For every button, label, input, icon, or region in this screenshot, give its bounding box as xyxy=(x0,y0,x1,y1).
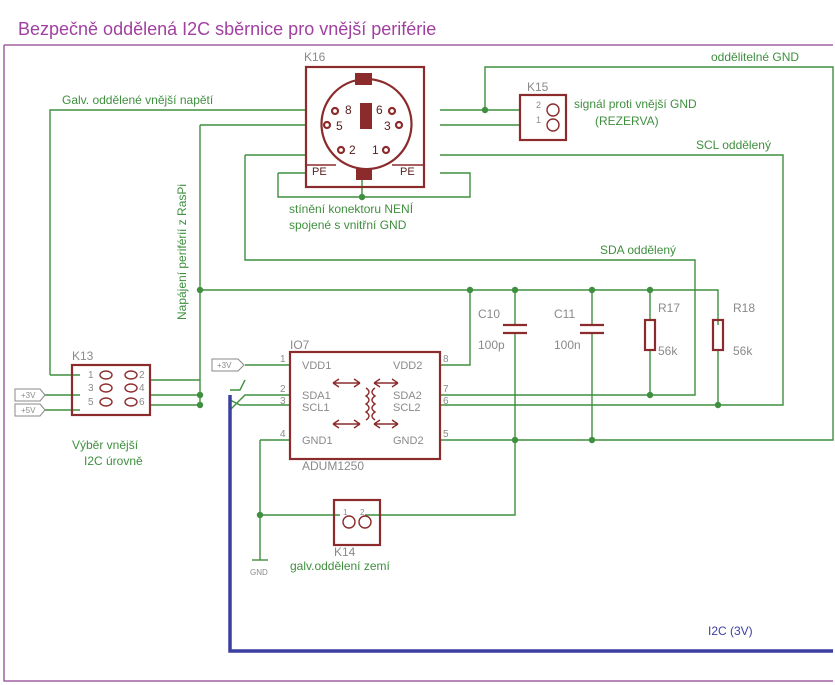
connector-k14: 1 2 K14 galv.oddělení zemí xyxy=(290,498,391,573)
frame xyxy=(3,44,833,682)
i2c-bus xyxy=(228,395,833,653)
k16-pin-3: 3 xyxy=(384,119,391,133)
k16-note-line2: spojené s vnitřní GND xyxy=(289,218,407,232)
net-galv-napeti: Galv. oddělené vnější napětí xyxy=(62,93,214,107)
k15-label-line1: signál proti vnější GND xyxy=(574,97,697,111)
k13-pin-1: 1 xyxy=(88,370,94,381)
k15-pin-1: 1 xyxy=(536,115,541,125)
io7-pin-8: 8 xyxy=(443,354,449,365)
k13-name: K13 xyxy=(72,349,94,363)
port-3v-io7: +3V xyxy=(217,361,232,370)
io7-pin-3: 3 xyxy=(280,396,286,407)
c10-value: 100p xyxy=(478,338,505,352)
io7-pin-1: 1 xyxy=(280,354,286,365)
io7-arrows xyxy=(332,378,399,429)
gnd-label: GND xyxy=(250,568,268,577)
supply-ports: +3V +5V +3V xyxy=(14,358,245,417)
io7-label-vdd2: VDD2 xyxy=(393,360,422,372)
io7-pin-5: 5 xyxy=(443,429,449,440)
r18-name: R18 xyxy=(733,301,755,315)
capacitor-c10: C10 100p xyxy=(478,307,527,352)
io7-pin-4: 4 xyxy=(280,429,286,440)
io7-label-gnd2: GND2 xyxy=(393,435,424,447)
k16-pin-8: 8 xyxy=(345,103,352,117)
io7-label-sda1: SDA1 xyxy=(302,390,331,402)
k16-pin-2: 2 xyxy=(349,143,356,157)
net-oddelitelne-gnd: oddělitelné GND xyxy=(711,50,799,64)
io7-label-gnd1: GND1 xyxy=(302,435,333,447)
c11-name: C11 xyxy=(554,307,575,321)
gnd-symbol: GND xyxy=(250,559,268,577)
connector-k13: K13 1 3 5 2 4 6 Výběr vnější I2C úrovně xyxy=(70,349,152,468)
k16-pe-right: PE xyxy=(400,166,415,178)
resistor-r17: R17 56k xyxy=(643,301,680,358)
port-5v-k13: +5V xyxy=(21,406,36,415)
r18-value: 56k xyxy=(733,344,753,358)
k16-note-line1: stínění konektoru NENÍ xyxy=(289,201,414,216)
net-i2c-3v: I2C (3V) xyxy=(708,624,753,638)
io7-pin-2: 2 xyxy=(280,384,286,395)
k15-label-line2: (REZERVA) xyxy=(595,114,659,128)
io7-label-scl2: SCL2 xyxy=(393,402,421,414)
k15-pin-2: 2 xyxy=(536,100,541,110)
wires xyxy=(45,66,834,560)
k13-pin-5: 5 xyxy=(88,397,94,408)
k16-pin-6: 6 xyxy=(376,103,383,117)
k13-pin-6: 6 xyxy=(139,397,145,408)
k16-pin-5: 5 xyxy=(336,119,343,133)
k14-pin-2: 2 xyxy=(360,508,365,517)
junctions xyxy=(196,106,722,519)
k13-pin-2: 2 xyxy=(139,370,145,381)
k15-name: K15 xyxy=(527,80,549,94)
io7-name: IO7 xyxy=(290,338,310,352)
io7-pin-6: 6 xyxy=(443,396,449,407)
c10-name: C10 xyxy=(478,307,500,321)
io7-part: ADUM1250 xyxy=(302,459,364,473)
resistor-r18: R18 56k xyxy=(711,301,755,358)
connector-k16: K16 8 6 5 3 2 1 PE PE stínění konektoru … xyxy=(289,50,426,232)
c11-value: 100n xyxy=(554,338,581,352)
k16-pin-1: 1 xyxy=(372,143,379,157)
io7-label-vdd1: VDD1 xyxy=(302,360,331,372)
k14-name: K14 xyxy=(334,545,356,559)
k13-label-line2: I2C úrovně xyxy=(84,454,143,468)
k13-pin-4: 4 xyxy=(139,383,145,394)
io7-label-sda2: SDA2 xyxy=(393,390,422,402)
capacitor-c11: C11 100n xyxy=(554,307,604,352)
io7-label-scl1: SCL1 xyxy=(302,402,330,414)
port-3v-k13: +3V xyxy=(21,391,36,400)
ic-io7: IO7 ADUM1250 VDD1 SDA1 SCL1 GND1 1 2 3 4… xyxy=(280,338,449,473)
io7-pin-7: 7 xyxy=(443,384,449,395)
k14-pin-1: 1 xyxy=(343,508,348,517)
r17-value: 56k xyxy=(658,344,678,358)
page-title: Bezpečně oddělená I2C sběrnice pro vnějš… xyxy=(18,19,436,39)
k13-label-line1: Výběr vnější xyxy=(72,438,139,452)
k14-label: galv.oddělení zemí xyxy=(290,559,391,573)
connector-k15: K15 2 1 signál proti vnější GND (REZERVA… xyxy=(518,80,697,142)
net-sda-oddeleny: SDA oddělený xyxy=(600,243,676,257)
k16-name: K16 xyxy=(304,50,326,64)
net-napajeni: Napájení periférií z RasPi xyxy=(175,184,189,320)
k13-pin-3: 3 xyxy=(88,383,94,394)
r17-name: R17 xyxy=(658,301,680,315)
net-scl-oddeleny: SCL oddělený xyxy=(696,138,771,152)
k16-pe-left: PE xyxy=(312,166,327,178)
